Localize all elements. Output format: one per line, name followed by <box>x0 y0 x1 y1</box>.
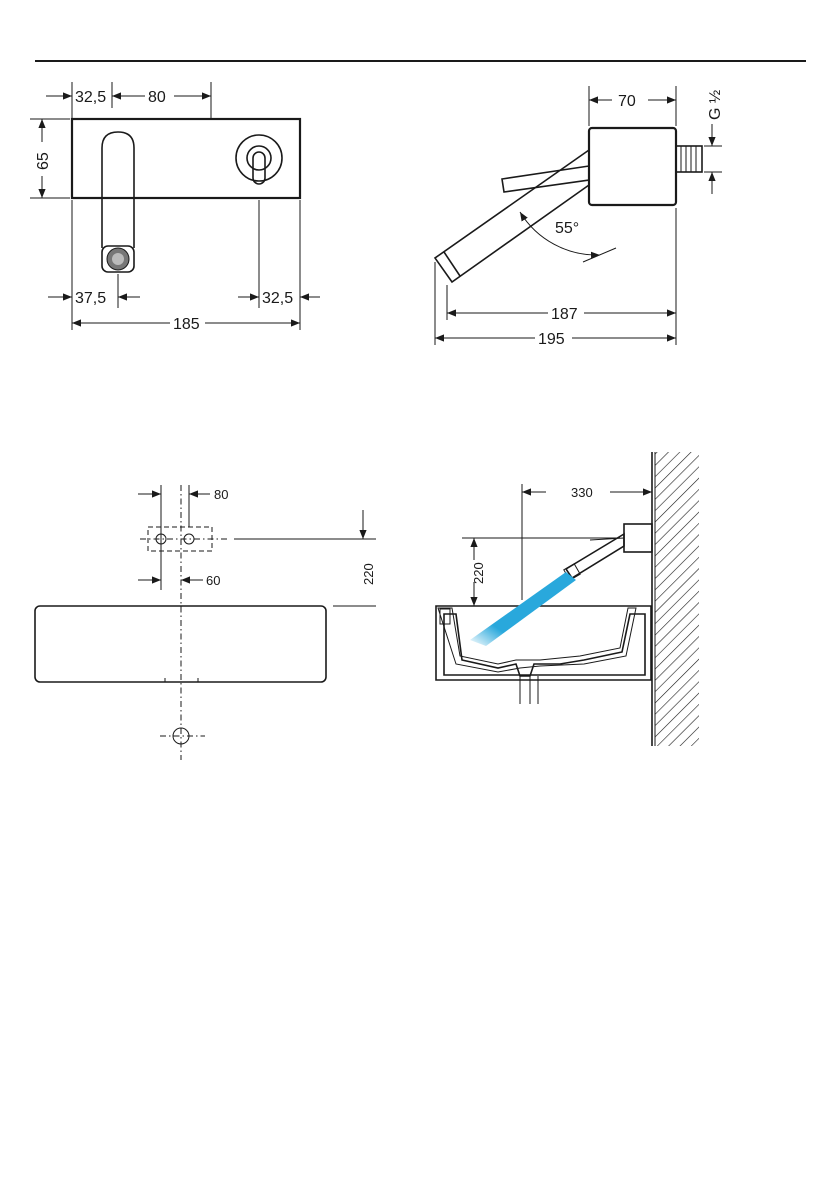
dim-side-total-label: 195 <box>538 331 565 348</box>
dim-install-offset-label: 60 <box>206 573 220 588</box>
angle-label: 55° <box>555 220 579 237</box>
installation-view: 80 60 220 <box>35 485 376 760</box>
dim-section-height-label: 220 <box>471 562 486 584</box>
thread-connection <box>676 146 702 172</box>
section-mixer <box>624 524 652 552</box>
dim-front-handle-offset-label: 32,5 <box>262 290 293 307</box>
dim-front-width-label: 185 <box>173 316 200 333</box>
dim-section-reach-label: 330 <box>571 485 593 500</box>
dim-front-offset-label: 32,5 <box>75 89 106 106</box>
dim-front-height-label: 65 <box>35 152 52 170</box>
spout-body <box>102 132 134 248</box>
section-view: 330 220 <box>436 452 699 746</box>
dim-front-spout-offset-label: 37,5 <box>75 290 106 307</box>
side-view: 55° 70 G ½ 187 195 <box>435 86 724 348</box>
mixer-body <box>589 128 676 205</box>
front-view: 32,5 80 65 37,5 32,5 185 <box>30 82 320 333</box>
dim-side-reach-label: 187 <box>551 306 578 323</box>
dim-side-depth-label: 70 <box>618 93 636 110</box>
wall-hatching <box>655 452 699 746</box>
dim-install-spacing-label: 80 <box>214 487 228 502</box>
dim-install-height-label: 220 <box>361 563 376 585</box>
dim-front-spacing-label: 80 <box>148 89 166 106</box>
thread-label: G ½ <box>707 90 724 120</box>
handle-lever <box>253 152 265 184</box>
basin-section <box>436 606 651 680</box>
side-lever <box>502 166 589 192</box>
handle-rosette <box>236 135 282 181</box>
